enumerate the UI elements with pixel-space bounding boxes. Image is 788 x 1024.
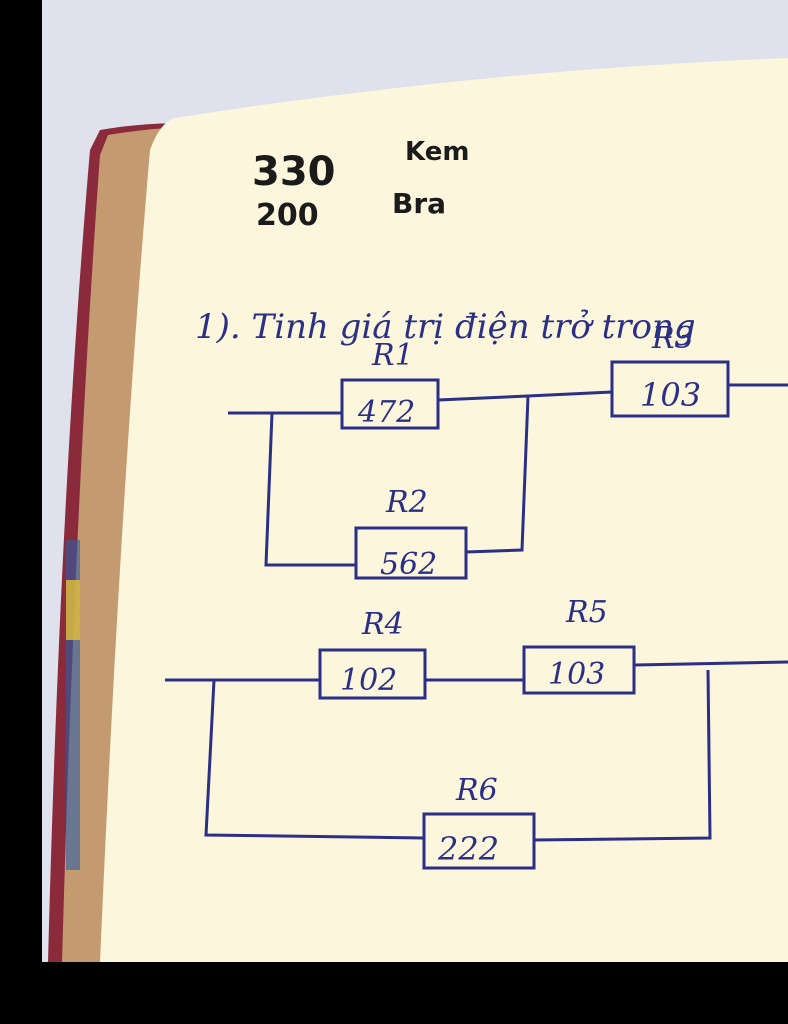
r6-box [422,812,536,870]
circuit-2 [165,645,788,870]
r3-value: 103 [640,376,701,414]
r3-box [610,360,730,418]
exercise-title: 1). Tinh giá trị điện trở trong [195,307,696,347]
r6-value: 222 [437,830,499,868]
circuit-1-wires [228,383,788,567]
scribble-bottom-number: 200 [256,198,319,233]
r2-label: R2 [385,485,428,520]
bottom-bar [0,962,788,1024]
circuit-2-wires [165,660,788,842]
r4-label: R4 [361,607,404,642]
r1-box [340,378,440,430]
r5-label: R5 [565,595,608,630]
r5-value: 103 [548,657,605,692]
r3-label: R3 [651,321,694,356]
r5-box [522,645,636,695]
circuit-1 [228,360,788,580]
r6-label: R6 [455,773,498,808]
r2-box [354,526,468,580]
scribble-bottom-word: Bra [392,187,446,220]
notebook-page [100,58,788,962]
r4-box [318,648,427,700]
scribble-top-number: 330 [252,149,336,195]
scribbles: 330 Kem 200 Bra [252,137,469,233]
scribble-top-word: Kem [405,137,469,167]
cover-stripe-yellow [66,580,80,640]
r2-value: 562 [380,547,437,582]
left-bar [0,0,42,1024]
r1-label: R1 [371,338,414,373]
r1-value: 472 [357,395,415,430]
r4-value: 102 [340,663,397,698]
